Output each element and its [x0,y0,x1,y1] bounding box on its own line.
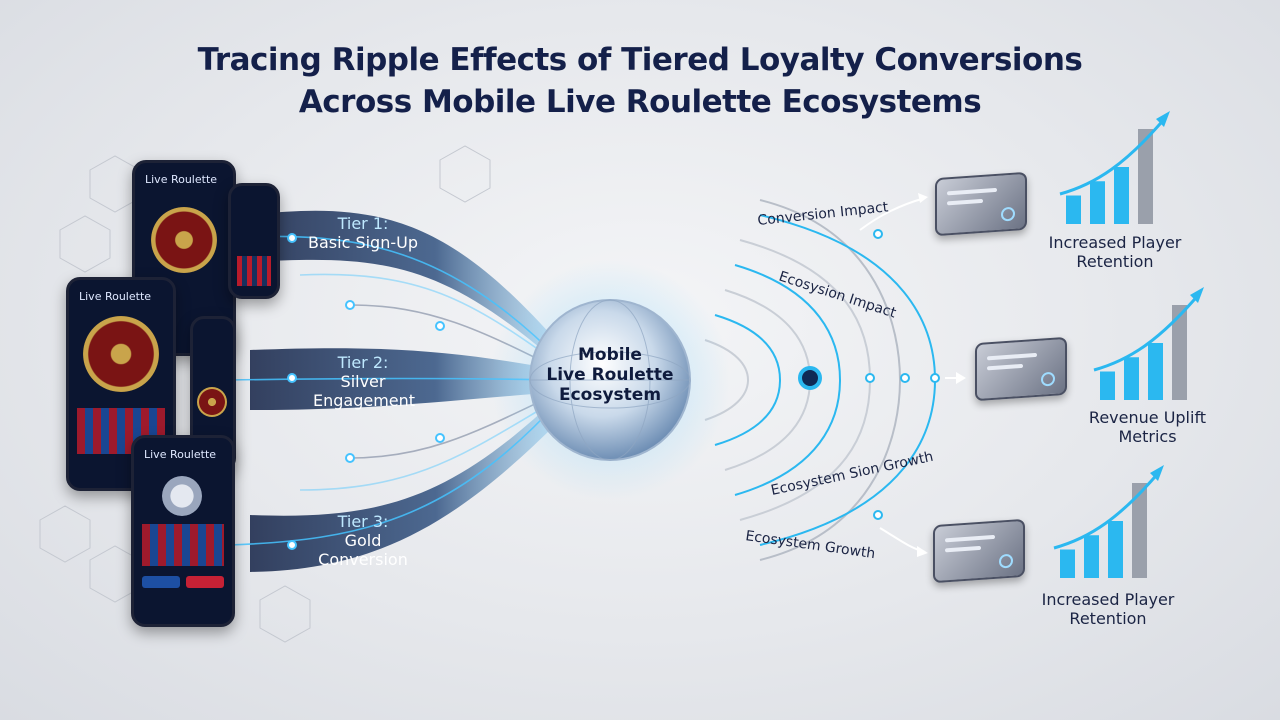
arrow-head-icon [1190,287,1204,303]
tier-description: Gold Conversion [318,531,408,569]
growth-bar [1132,483,1147,578]
growth-bar [1066,195,1081,224]
tier-name: Tier 3: [337,512,389,531]
tier-3-label: Tier 3: Gold Conversion [298,512,428,569]
ribbon-tier-3 [250,395,560,572]
ripple-label-ecosysion-impact: Ecosysion Impact [777,269,899,322]
tier-name: Tier 1: [337,214,389,233]
growth-bar [1138,129,1153,224]
hub-line-1: Mobile [578,345,642,365]
ribbon-tier-1 [250,210,560,365]
outcome-line-1: Increased Player [1048,233,1182,252]
arrow-head-icon [1156,111,1170,127]
outcome-line-2: Retention [1076,252,1154,271]
growth-bar [1108,521,1123,578]
roulette-wheel-icon [151,207,217,273]
growth-bar [1084,535,1099,578]
arrow-head-icon [1150,465,1164,481]
bar-chart-revenue [1093,287,1204,400]
tier-2-label: Tier 2: Silver Engagement [298,353,428,410]
growth-bar [1172,305,1187,400]
tier-1-label: Tier 1: Basic Sign-Up [298,214,428,252]
outcome-revenue: Revenue Uplift Metrics [1065,408,1230,446]
growth-bar [1114,167,1129,224]
growth-bar [1100,371,1115,400]
card-icon [975,336,1067,402]
tier-name: Tier 2: [337,353,389,372]
tier-description: Silver Engagement [313,372,416,410]
bar-chart-retention-bottom [1053,465,1164,578]
bar-chart-retention-top [1059,111,1170,224]
app-title: Live Roulette [145,173,218,186]
growth-bar [1060,549,1075,578]
roulette-wheel-icon [83,316,159,392]
growth-bar [1148,343,1163,400]
growth-bar [1090,181,1105,224]
app-title: Live Roulette [79,290,152,303]
app-title: Live Roulette [144,448,217,461]
card-icon [933,518,1025,584]
page-subtitle: Across Mobile Live Roulette Ecosystems [298,84,982,120]
ripple-label-ecosystem-sion-growth: Ecosystem Sion Growth [770,449,935,499]
ripple-label-conversion-impact: Conversion Impact [757,199,890,229]
trend-arrow [1053,470,1162,550]
ripple-label-ecosystem-growth: Ecosystem Growth [744,528,876,562]
outcome-line-1: Increased Player [1041,590,1175,609]
phone-mockup-3: Live Roulette [66,277,176,491]
outcome-line-1: Revenue Uplift [1088,408,1207,427]
outcome-line-2: Retention [1069,609,1147,628]
outcome-retention-bottom: Increased Player Retention [1023,590,1193,628]
hub-line-2: Live Roulette [546,365,674,385]
outcome-line-2: Metrics [1118,427,1177,446]
outcome-retention-top: Increased Player Retention [1030,233,1200,271]
trend-arrow [1093,292,1202,372]
growth-bar [1124,357,1139,400]
hub-label: Mobile Live Roulette Ecosystem [535,345,685,405]
roulette-wheel-icon [197,387,227,417]
phone-mockup-2 [228,183,280,299]
page-title: Tracing Ripple Effects of Tiered Loyalty… [197,42,1083,78]
card-icon [935,171,1027,237]
tier-description: Basic Sign-Up [308,233,418,252]
chip-stack-icon [162,476,202,516]
trend-arrow [1059,116,1168,196]
hub-line-3: Ecosystem [558,385,662,405]
phone-mockup-5: Live Roulette [131,435,235,627]
